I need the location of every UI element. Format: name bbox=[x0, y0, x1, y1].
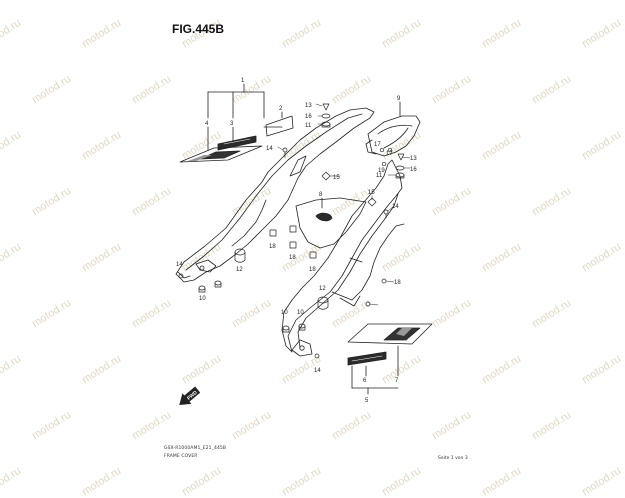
callout-9: 9 bbox=[397, 96, 401, 102]
fwd-arrow-icon: FWD bbox=[179, 386, 201, 405]
callout-14: 14 bbox=[314, 368, 321, 374]
decal-part-4 bbox=[179, 145, 263, 163]
callout-13: 13 bbox=[305, 103, 312, 109]
callout-15: 15 bbox=[333, 175, 340, 181]
callout-16: 16 bbox=[410, 167, 417, 173]
watermark-text: motod.ru bbox=[580, 464, 624, 498]
watermark-text: motod.ru bbox=[80, 464, 124, 498]
left-frame-cover bbox=[175, 107, 375, 283]
callout-1: 1 bbox=[241, 78, 245, 84]
callout-14: 14 bbox=[176, 262, 183, 268]
callout-12: 12 bbox=[319, 286, 326, 292]
callout-13: 13 bbox=[410, 156, 417, 162]
watermark-text: motod.ru bbox=[0, 464, 24, 498]
callout-numbers: 1 2 3 4 5 6 7 8 9 10 10 10 11 11 12 12 1… bbox=[176, 78, 417, 404]
decal-part-7 bbox=[347, 323, 433, 345]
parts-diagram: FWD 1 2 3 4 5 6 7 8 9 10 10 10 11 11 12 … bbox=[175, 78, 433, 405]
right-frame-cover bbox=[281, 159, 405, 357]
callout-19: 19 bbox=[378, 168, 385, 174]
callout-10: 10 bbox=[281, 310, 288, 316]
watermark-text: motod.ru bbox=[280, 464, 324, 498]
callout-17: 17 bbox=[386, 151, 393, 157]
callout-7: 7 bbox=[395, 378, 399, 384]
callout-11: 11 bbox=[305, 123, 312, 129]
watermark-text: motod.ru bbox=[480, 464, 524, 498]
callout-5: 5 bbox=[365, 398, 369, 404]
center-cover-part-8 bbox=[295, 197, 367, 249]
callout-15: 15 bbox=[368, 190, 375, 196]
callout-2: 2 bbox=[279, 106, 283, 112]
callout-18: 18 bbox=[309, 267, 316, 273]
callout-3: 3 bbox=[230, 121, 234, 127]
fasteners bbox=[178, 103, 405, 359]
decal-part-2 bbox=[265, 111, 294, 137]
figure-code: GSX-R1000AM1_E21_445B bbox=[164, 446, 227, 451]
page-indicator: Seite 1 von 3 bbox=[438, 456, 468, 461]
callout-14: 14 bbox=[392, 204, 399, 210]
callout-4: 4 bbox=[205, 121, 209, 127]
callout-14: 14 bbox=[266, 146, 273, 152]
callout-16: 16 bbox=[305, 114, 312, 120]
callout-18: 18 bbox=[269, 244, 276, 250]
bracket-part-5 bbox=[351, 345, 399, 395]
emblem-part-6 bbox=[347, 351, 387, 366]
figure-title: FIG.445B bbox=[172, 22, 225, 36]
callout-6: 6 bbox=[363, 378, 367, 384]
callout-17: 17 bbox=[374, 142, 381, 148]
callout-18: 18 bbox=[394, 280, 401, 286]
tail-cover-part-9 bbox=[365, 101, 421, 157]
bracket-part-1 bbox=[207, 83, 283, 151]
callout-10: 10 bbox=[297, 310, 304, 316]
callout-11: 11 bbox=[376, 173, 383, 179]
callout-18: 18 bbox=[289, 255, 296, 261]
callout-10: 10 bbox=[199, 296, 206, 302]
watermark-text: motod.ru bbox=[380, 464, 424, 498]
watermark-text: motod.ru bbox=[180, 464, 224, 498]
figure-name: FRAME COVER bbox=[164, 454, 198, 459]
callout-12: 12 bbox=[236, 267, 243, 273]
callout-8: 8 bbox=[319, 192, 323, 198]
leader-lines bbox=[277, 103, 411, 306]
